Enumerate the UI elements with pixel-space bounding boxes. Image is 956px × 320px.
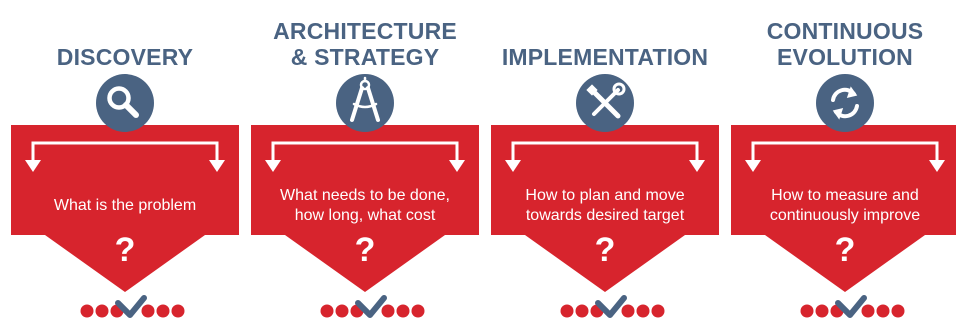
compass-icon: [350, 76, 380, 122]
refresh-icon: [831, 86, 859, 120]
icon-badge: [96, 74, 154, 132]
icon-badge: [336, 74, 394, 132]
search-icon: [107, 86, 139, 118]
step-description: How to plan and move towards desired tar…: [525, 187, 685, 224]
progress-dot: [651, 304, 665, 318]
step-panel: [491, 74, 719, 318]
step-title: CONTINUOUS EVOLUTION: [766, 18, 924, 70]
progress-indicator: [320, 295, 425, 318]
progress-dot: [621, 304, 635, 318]
progress-dot: [876, 304, 890, 318]
check-icon: [355, 295, 387, 318]
step-implementation: IMPLEMENTATION How to plan and move towa…: [485, 0, 725, 320]
check-icon: [595, 295, 627, 318]
step-continuous-evolution: CONTINUOUS EVOLUTION How to measure and …: [725, 0, 956, 320]
step-title: ARCHITECTURE & STRATEGY: [273, 18, 457, 70]
step-description: What needs to be done, how long, what co…: [280, 187, 450, 224]
question-mark: ?: [354, 231, 376, 269]
progress-dot: [80, 304, 94, 318]
step-discovery: DISCOVERY What is the problem ?: [5, 0, 245, 320]
progress-dot: [320, 304, 334, 318]
step-description: How to measure and continuously improve: [769, 187, 921, 224]
progress-dot: [815, 304, 829, 318]
progress-dot: [891, 304, 905, 318]
progress-dot: [171, 304, 185, 318]
icon-badge: [576, 74, 634, 132]
progress-dot: [396, 304, 410, 318]
progress-dot: [381, 304, 395, 318]
step-description: What is the problem: [53, 197, 197, 214]
icon-badge: [816, 74, 874, 132]
progress-indicator: [800, 295, 905, 318]
progress-dot: [861, 304, 875, 318]
question-mark: ?: [594, 231, 616, 269]
progress-dot: [636, 304, 650, 318]
step-title: IMPLEMENTATION: [501, 44, 709, 70]
step-panel: [251, 74, 479, 318]
step-title: DISCOVERY: [56, 44, 194, 70]
progress-dot: [335, 304, 349, 318]
progress-dot: [156, 304, 170, 318]
step-panel: [731, 74, 956, 318]
question-mark: ?: [834, 231, 856, 269]
progress-dot: [800, 304, 814, 318]
check-icon: [115, 295, 147, 318]
progress-dot: [411, 304, 425, 318]
progress-indicator: [80, 295, 185, 318]
progress-dot: [95, 304, 109, 318]
step-panel: [11, 74, 239, 318]
progress-indicator: [560, 295, 665, 318]
step-architecture-strategy: ARCHITECTURE & STRATEGY What needs to be…: [245, 0, 485, 320]
progress-dot: [575, 304, 589, 318]
question-mark: ?: [114, 231, 136, 269]
tools-icon: [586, 82, 626, 119]
check-icon: [835, 295, 867, 318]
progress-dot: [141, 304, 155, 318]
progress-dot: [560, 304, 574, 318]
